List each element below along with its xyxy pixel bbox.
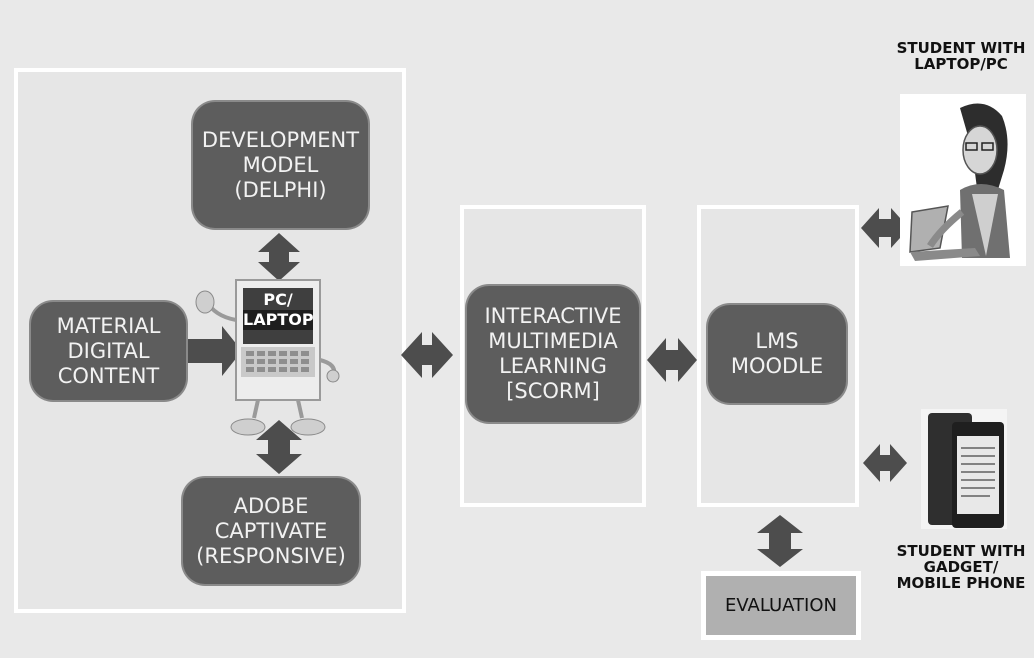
lms-moodle-node: LMS MOODLE	[708, 305, 846, 403]
adobe-captivate-node: ADOBE CAPTIVATE (RESPONSIVE)	[183, 478, 359, 584]
laptop-screen-line2: LAPTOP	[243, 310, 314, 330]
arrow-material-laptop	[188, 326, 242, 376]
evaluation-box: EVALUATION	[701, 571, 861, 640]
student-laptop-label: STUDENT WITH LAPTOP/PC	[896, 39, 1026, 73]
laptop-screen-label: PC/ LAPTOP	[243, 290, 314, 330]
student-mobile-label: STUDENT WITH GADGET/ MOBILE PHONE	[896, 542, 1026, 592]
mobile-device-illustration	[921, 409, 1007, 529]
arrow-lms-mobile-student	[863, 444, 907, 482]
arrow-scorm-lms	[647, 338, 697, 382]
arrow-lms-evaluation	[757, 515, 803, 567]
student-laptop-illustration	[900, 94, 1026, 266]
arrow-authoring-scorm	[401, 332, 453, 378]
development-model-node: DEVELOPMENT MODEL (DELPHI)	[193, 102, 368, 228]
arrow-dev-laptop	[258, 233, 300, 281]
laptop-screen-line1: PC/	[263, 290, 293, 309]
material-digital-content-node: MATERIAL DIGITAL CONTENT	[31, 302, 186, 400]
arrow-lms-laptop-student	[861, 208, 909, 248]
arrow-laptop-adobe	[256, 420, 302, 474]
interactive-multimedia-node: INTERACTIVE MULTIMEDIA LEARNING [SCORM]	[467, 286, 639, 422]
